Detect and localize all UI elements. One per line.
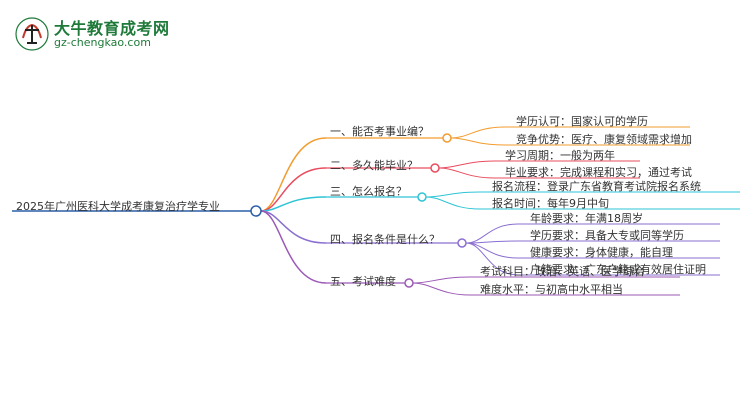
- branch-3-leaf-1: 报名流程：登录广东省教育考试院报名系统: [492, 180, 701, 193]
- branch-3-knob: [417, 192, 427, 202]
- branch-5-leaf-2-connector: [412, 282, 471, 296]
- branch-4-leaf-4: 户籍要求：广东户籍或有效居住证明: [530, 263, 706, 276]
- branch-5-leaf-1: 考试科目：政治、英语、医学综合: [480, 265, 645, 278]
- branch-2-connector: [260, 167, 327, 212]
- branch-4-label: 四、报名条件是什么？: [330, 233, 440, 246]
- branch-2-leaf-2-connector: [438, 167, 496, 179]
- branch-4-connector: [260, 210, 327, 244]
- root-node: 2025年广州医科大学成考康复治疗学专业: [16, 200, 220, 213]
- logo: 大牛教育成考网 gz-chengkao.com: [14, 12, 169, 56]
- branch-5-leaf-2: 难度水平：与初高中水平相当: [480, 283, 623, 296]
- branch-1-label: 一、能否考事业编？: [330, 125, 429, 138]
- branch-4-leaf-4-connector: [465, 242, 519, 276]
- branch-4-knob: [457, 238, 467, 248]
- niu-logo-icon: [15, 17, 49, 51]
- branch-2-leaf-1: 学习周期：一般为两年: [505, 149, 615, 162]
- branch-3-leaf-1-connector: [425, 191, 481, 198]
- branch-4-leaf-3: 健康要求：身体健康，能自理: [530, 246, 673, 259]
- branch-4-leaf-1: 年龄要求：年满18周岁: [530, 212, 643, 225]
- logo-url: gz-chengkao.com: [54, 36, 151, 49]
- branch-1-connector: [260, 137, 327, 212]
- branch-4-leaf-2: 学历要求：具备大专或同等学历: [530, 229, 684, 242]
- branch-4-leaf-1-connector: [465, 223, 519, 244]
- branch-5-knob: [404, 278, 414, 288]
- branch-5-connector: [260, 210, 327, 284]
- branch-1-leaf-2: 竞争优势：医疗、康复领域需求增加: [516, 133, 692, 146]
- branch-2-leaf-2: 毕业要求：完成课程和实习，通过考试: [505, 166, 692, 179]
- branch-3-connector: [260, 196, 327, 212]
- branch-1-knob: [442, 133, 452, 143]
- branch-2-label: 二、多久能毕业？: [330, 159, 418, 172]
- branch-1-leaf-1: 学历认可：国家认可的学历: [516, 115, 648, 128]
- branch-1-leaf-1-connector: [450, 126, 506, 139]
- branch-3-label: 三、怎么报名？: [330, 185, 407, 198]
- branch-2-leaf-1-connector: [438, 160, 496, 169]
- branch-2-knob: [430, 163, 440, 173]
- branch-3-leaf-2: 报名时间：每年9月中旬: [492, 197, 609, 210]
- branch-1-leaf-2-connector: [450, 137, 506, 146]
- branch-5-label: 五、考试难度: [330, 275, 396, 288]
- logo-title: 大牛教育成考网: [54, 19, 170, 38]
- branch-3-leaf-2-connector: [425, 196, 481, 210]
- root-knob: [250, 205, 262, 217]
- branch-5-leaf-1-connector: [412, 276, 471, 284]
